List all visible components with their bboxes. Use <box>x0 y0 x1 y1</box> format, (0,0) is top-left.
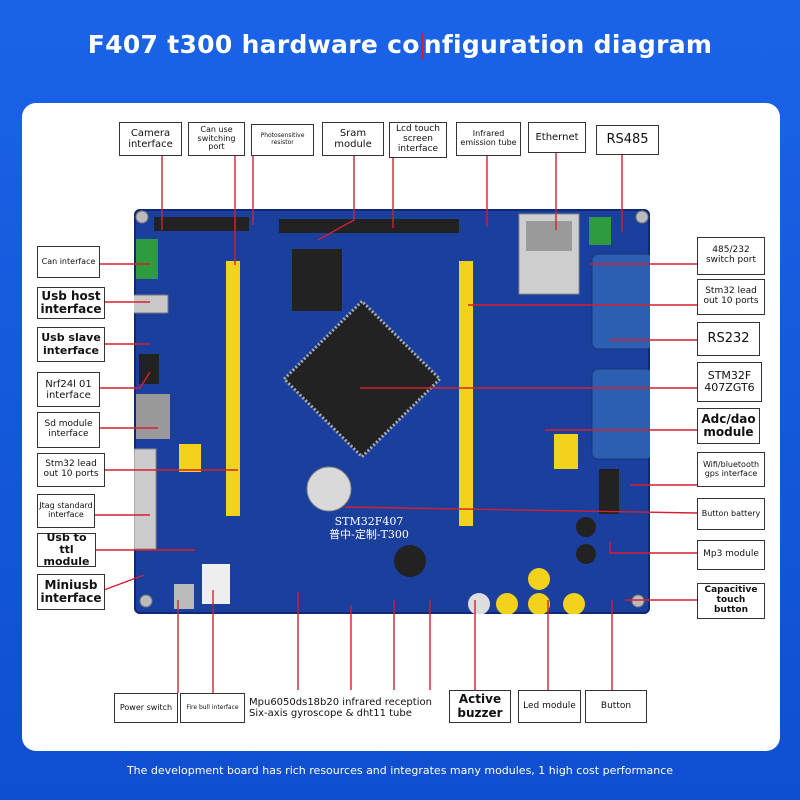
label-jtag: Jtag standard interface <box>37 494 95 528</box>
label-led: Led module <box>518 690 581 723</box>
chip-sub-print: 普中-定制-T300 <box>329 528 409 542</box>
label-mpu-line1: Mpu6050ds18b20 infrared reception <box>249 697 432 708</box>
label-infrared-emission: Infrared emission tube <box>456 122 521 156</box>
title-part-a: F407 t300 hardware co <box>87 30 420 59</box>
label-adc: Adc/dao module <box>697 408 760 444</box>
label-mpu: Mpu6050ds18b20 infrared reception Six-ax… <box>248 690 446 726</box>
label-mcu: STM32F 407ZGT6 <box>697 362 762 402</box>
text-cursor <box>420 33 423 59</box>
label-capacitive: Capacitive touch button <box>697 583 765 619</box>
board-drawing <box>127 210 653 615</box>
label-lcd: Lcd touch screen interface <box>389 122 447 158</box>
label-battery: Button battery <box>697 498 765 530</box>
label-mpu-line2: Six-axis gyroscope & dht11 tube <box>249 708 412 719</box>
chip-name-print: STM32F407 <box>334 515 404 528</box>
label-usb-host: Usb host interface <box>37 287 105 319</box>
board-silkscreen: STM32F407 普中-定制-T300 <box>304 515 434 541</box>
label-sram: Sram module <box>322 122 384 156</box>
label-camera: Camera interface <box>119 122 182 156</box>
dev-board: STM32F407 普中-定制-T300 <box>127 209 653 615</box>
label-can-interface: Can interface <box>37 246 100 278</box>
label-button: Button <box>585 690 647 723</box>
label-rs232: RS232 <box>697 322 760 356</box>
label-nrf24l01: Nrf24l 01 interface <box>37 372 100 407</box>
label-usb-ttl: Usb to ttl module <box>37 531 96 568</box>
label-sd: Sd module interface <box>37 412 100 448</box>
label-can-switch: Can use switching port <box>188 122 245 156</box>
label-photosensitive: Photosensitive resistor <box>251 124 314 156</box>
label-mp3: Mp3 module <box>697 540 765 570</box>
label-stm32-left: Stm32 lead out 10 ports <box>37 453 105 487</box>
label-wifi: Wifi/bluetooth gps interface <box>697 452 765 487</box>
label-rs485: RS485 <box>596 125 659 155</box>
label-miniusb: Miniusb interface <box>37 574 105 610</box>
label-stm32-right: Stm32 lead out 10 ports <box>697 279 765 315</box>
label-usb-slave: Usb slave interface <box>37 327 105 362</box>
title-part-b: nfiguration diagram <box>423 30 713 59</box>
label-fire-bull: Fire bull interface <box>180 693 245 723</box>
label-switch-485: 485/232 switch port <box>697 237 765 275</box>
label-ethernet: Ethernet <box>528 122 586 153</box>
label-buzzer: Active buzzer <box>449 690 511 723</box>
footer-caption: The development board has rich resources… <box>126 764 674 777</box>
label-power-switch: Power switch <box>114 693 178 723</box>
